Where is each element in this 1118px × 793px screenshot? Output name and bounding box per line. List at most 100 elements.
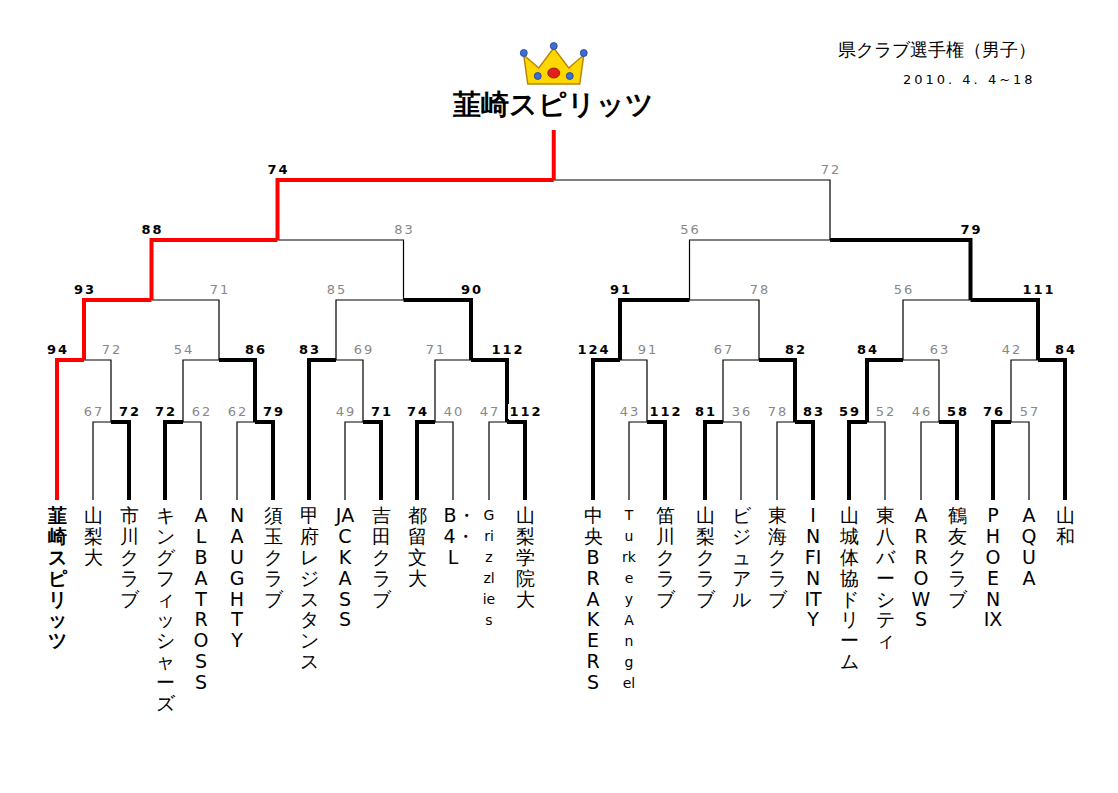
score-number: 69 bbox=[353, 342, 376, 357]
crown-gem bbox=[566, 73, 573, 80]
crown-gem bbox=[580, 50, 587, 57]
team-name: 韮崎スピリッツ bbox=[48, 505, 67, 651]
score-number: 59 bbox=[838, 404, 862, 419]
score-number: 47 bbox=[479, 404, 502, 419]
bracket-line bbox=[903, 360, 939, 422]
bracket-line bbox=[435, 360, 471, 422]
team-name: ARROWS bbox=[912, 505, 931, 630]
score-number: 43 bbox=[619, 404, 642, 419]
team-name: 市川クラブ bbox=[120, 505, 139, 609]
team-name: AQUA bbox=[1020, 505, 1039, 589]
team-text: 東海クラブ bbox=[768, 505, 787, 609]
bracket-line bbox=[84, 300, 152, 360]
team-text: 甲府レジスタンス bbox=[300, 505, 319, 672]
bracket-line bbox=[723, 360, 759, 422]
score-number: 86 bbox=[244, 342, 268, 357]
team-text: 笛川クラブ bbox=[656, 505, 675, 609]
bracket-line bbox=[903, 300, 971, 360]
team-text: 中央BRAKERS bbox=[584, 505, 603, 693]
score-number: 56 bbox=[893, 282, 916, 297]
score-number: 67 bbox=[713, 342, 736, 357]
score-number: 62 bbox=[227, 404, 250, 419]
date-label: 2010. 4. 4~18 bbox=[903, 72, 1036, 87]
bracket-line bbox=[111, 422, 129, 500]
score-number: 72 bbox=[154, 404, 178, 419]
bracket-line bbox=[165, 422, 183, 500]
score-number: 57 bbox=[1019, 404, 1042, 419]
score-number: 91 bbox=[637, 342, 660, 357]
team-name: 中央BRAKERS bbox=[584, 505, 603, 693]
team-name: B・4・L bbox=[444, 505, 463, 568]
bracket-line bbox=[237, 422, 255, 500]
team-text: AQUA bbox=[1020, 505, 1039, 589]
team-text: ビジュアル bbox=[732, 505, 751, 609]
bracket-line bbox=[705, 422, 723, 500]
team-name: 吉田クラブ bbox=[372, 505, 391, 609]
score-number: 54 bbox=[173, 342, 196, 357]
bracket-line bbox=[1038, 360, 1065, 500]
score-number: 124 bbox=[576, 342, 611, 357]
team-name: 山梨クラブ bbox=[696, 505, 715, 609]
bracket-line bbox=[363, 422, 381, 500]
team-name: JACKASS bbox=[336, 505, 355, 630]
score-number: 81 bbox=[694, 404, 718, 419]
bracket-line bbox=[471, 360, 507, 422]
bracket-line bbox=[795, 422, 813, 500]
score-number: 83 bbox=[298, 342, 322, 357]
team-text: PHOENIX bbox=[984, 505, 1003, 630]
bracket-line bbox=[593, 360, 620, 500]
bracket-line bbox=[1011, 422, 1029, 500]
team-name: ALBATROSS bbox=[192, 505, 211, 693]
team-name: 都留文大 bbox=[408, 505, 427, 589]
score-number: 84 bbox=[856, 342, 880, 357]
score-number: 49 bbox=[335, 404, 358, 419]
score-number: 83 bbox=[393, 222, 416, 237]
team-name: 鶴友クラブ bbox=[948, 505, 967, 609]
score-number: 71 bbox=[425, 342, 448, 357]
bracket-line bbox=[690, 240, 831, 300]
team-text: 山城体協ドリーム bbox=[840, 505, 859, 672]
score-number: 78 bbox=[767, 404, 790, 419]
team-text: キングフィッシャーズ bbox=[156, 505, 175, 714]
score-number: 67 bbox=[83, 404, 106, 419]
score-number: 71 bbox=[209, 282, 232, 297]
crown-icon bbox=[520, 43, 587, 85]
score-number: 112 bbox=[508, 404, 543, 419]
bracket-line bbox=[336, 300, 404, 360]
bracket-line bbox=[723, 422, 741, 500]
team-text: 須玉クラブ bbox=[264, 505, 283, 609]
team-name: 須玉クラブ bbox=[264, 505, 283, 609]
bracket-line bbox=[759, 360, 795, 422]
score-number: 85 bbox=[326, 282, 349, 297]
team-name: Turkey Angel bbox=[622, 505, 636, 694]
team-text: INFINITY bbox=[804, 505, 823, 630]
bracket-line bbox=[152, 240, 278, 300]
score-number: 79 bbox=[959, 222, 983, 237]
crown-body bbox=[524, 48, 584, 84]
score-number: 72 bbox=[101, 342, 124, 357]
crown-gem bbox=[548, 68, 560, 78]
bracket-line bbox=[552, 130, 556, 180]
score-number: 88 bbox=[140, 222, 164, 237]
team-text: 鶴友クラブ bbox=[948, 505, 967, 609]
score-number: 91 bbox=[609, 282, 633, 297]
team-text: 市川クラブ bbox=[120, 505, 139, 609]
bracket-line bbox=[417, 422, 435, 500]
bracket-line bbox=[777, 422, 795, 500]
bracket-line bbox=[993, 422, 1011, 500]
team-name: 山城体協ドリーム bbox=[840, 505, 859, 672]
team-text: NAUGHTY bbox=[228, 505, 247, 651]
bracket-line bbox=[867, 422, 885, 500]
bracket-line bbox=[404, 300, 472, 360]
bracket-line bbox=[309, 360, 336, 500]
team-text: 山梨クラブ bbox=[696, 505, 715, 609]
score-number: 52 bbox=[875, 404, 898, 419]
team-text: 山梨大 bbox=[84, 505, 103, 568]
score-number: 90 bbox=[460, 282, 484, 297]
bracket-line bbox=[93, 422, 111, 500]
bracket-line bbox=[690, 300, 760, 360]
bracket-line bbox=[255, 422, 273, 500]
score-number: 63 bbox=[929, 342, 952, 357]
score-number: 74 bbox=[266, 162, 290, 177]
